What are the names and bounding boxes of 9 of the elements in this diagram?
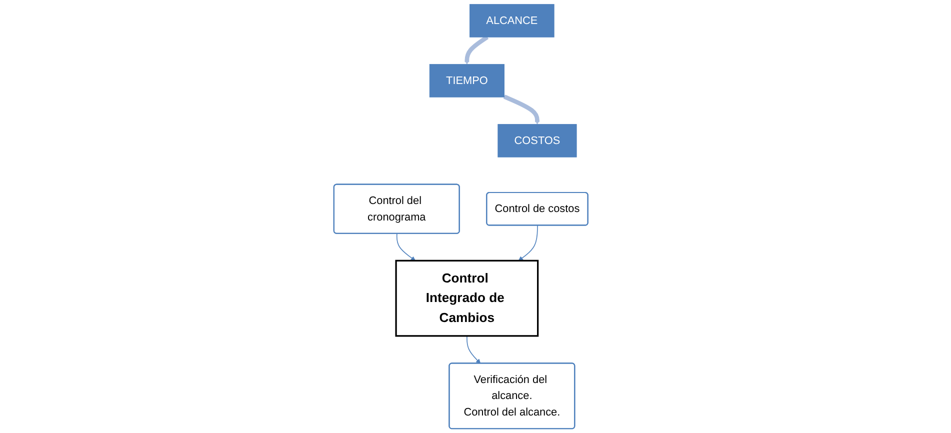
node-box: TIEMPO: [429, 64, 504, 98]
arrow: [466, 336, 481, 364]
arrow: [503, 94, 540, 125]
node-box: Control Integrado de Cambios: [395, 260, 539, 337]
node-box: ALCANCE: [470, 4, 554, 38]
node-box: COSTOS: [498, 124, 577, 158]
arrow: [396, 233, 416, 261]
arrow: [518, 225, 538, 261]
arrow: [464, 35, 489, 65]
